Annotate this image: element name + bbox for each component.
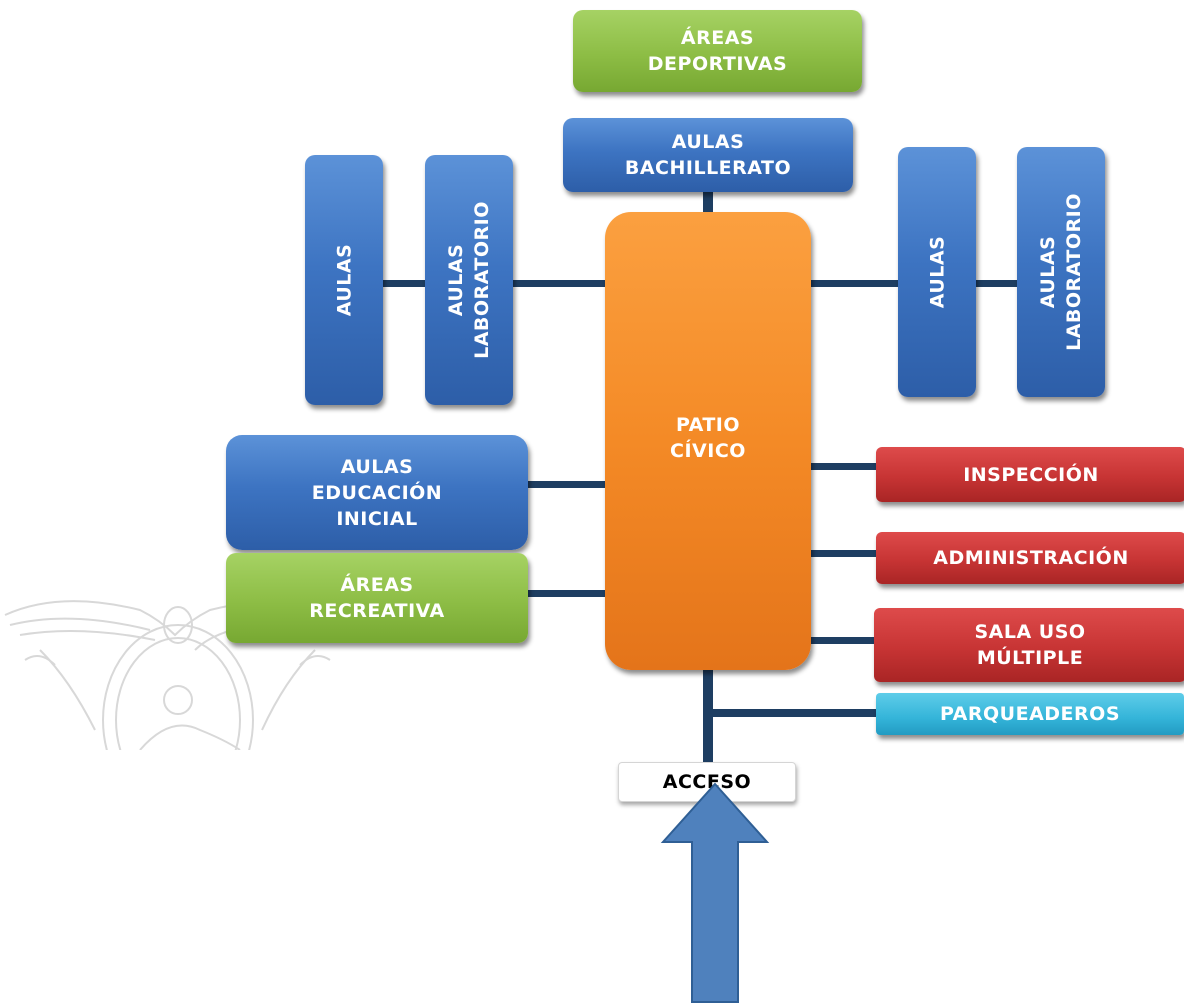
node-aulas-right-label: AULAS <box>925 235 948 309</box>
node-parqueaderos: PARQUEADEROS <box>876 693 1184 735</box>
node-aulas-laboratorio-left: AULAS LABORATORIO <box>425 155 513 405</box>
connector-patio-aulas-right <box>809 280 900 287</box>
node-inspeccion: INSPECCIÓN <box>876 447 1184 502</box>
node-aulas-right: AULAS <box>898 147 976 397</box>
connector-trunk-parqueaderos <box>709 709 878 717</box>
connector-patio-administracion <box>809 550 878 557</box>
entry-arrow-icon <box>660 782 770 1003</box>
node-sala-uso-multiple: SALA USO MÚLTIPLE <box>874 608 1184 682</box>
node-acceso: ACCESO <box>618 762 796 802</box>
node-aulas-laboratorio-right-label: AULAS LABORATORIO <box>1037 193 1085 351</box>
node-aulas-bachillerato: AULAS BACHILLERATO <box>563 118 853 192</box>
node-administracion: ADMINISTRACIÓN <box>876 532 1184 584</box>
connector-educacion-inicial-patio <box>526 481 607 488</box>
connector-laboratorio-left-patio <box>511 280 607 287</box>
connector-recreativa-patio <box>526 590 607 597</box>
node-areas-deportivas: ÁREAS DEPORTIVAS <box>573 10 862 92</box>
node-aulas-left: AULAS <box>305 155 383 405</box>
connector-aulas-laboratorio-right <box>976 280 1019 287</box>
node-aulas-left-label: AULAS <box>332 243 355 317</box>
connector-bachillerato-patio <box>703 190 713 214</box>
node-aulas-laboratorio-right: AULAS LABORATORIO <box>1017 147 1105 397</box>
connector-aulas-laboratorio-left <box>381 280 427 287</box>
node-areas-recreativa: ÁREAS RECREATIVA <box>226 553 528 643</box>
node-aulas-laboratorio-left-label: AULAS LABORATORIO <box>445 201 493 359</box>
connector-trunk-vertical <box>703 668 713 762</box>
connector-patio-sala-uso-multiple <box>809 637 878 644</box>
node-aulas-educacion-inicial: AULAS EDUCACIÓN INICIAL <box>226 435 528 550</box>
node-patio-civico: PATIO CÍVICO <box>605 212 811 670</box>
connector-patio-inspeccion <box>809 463 878 470</box>
